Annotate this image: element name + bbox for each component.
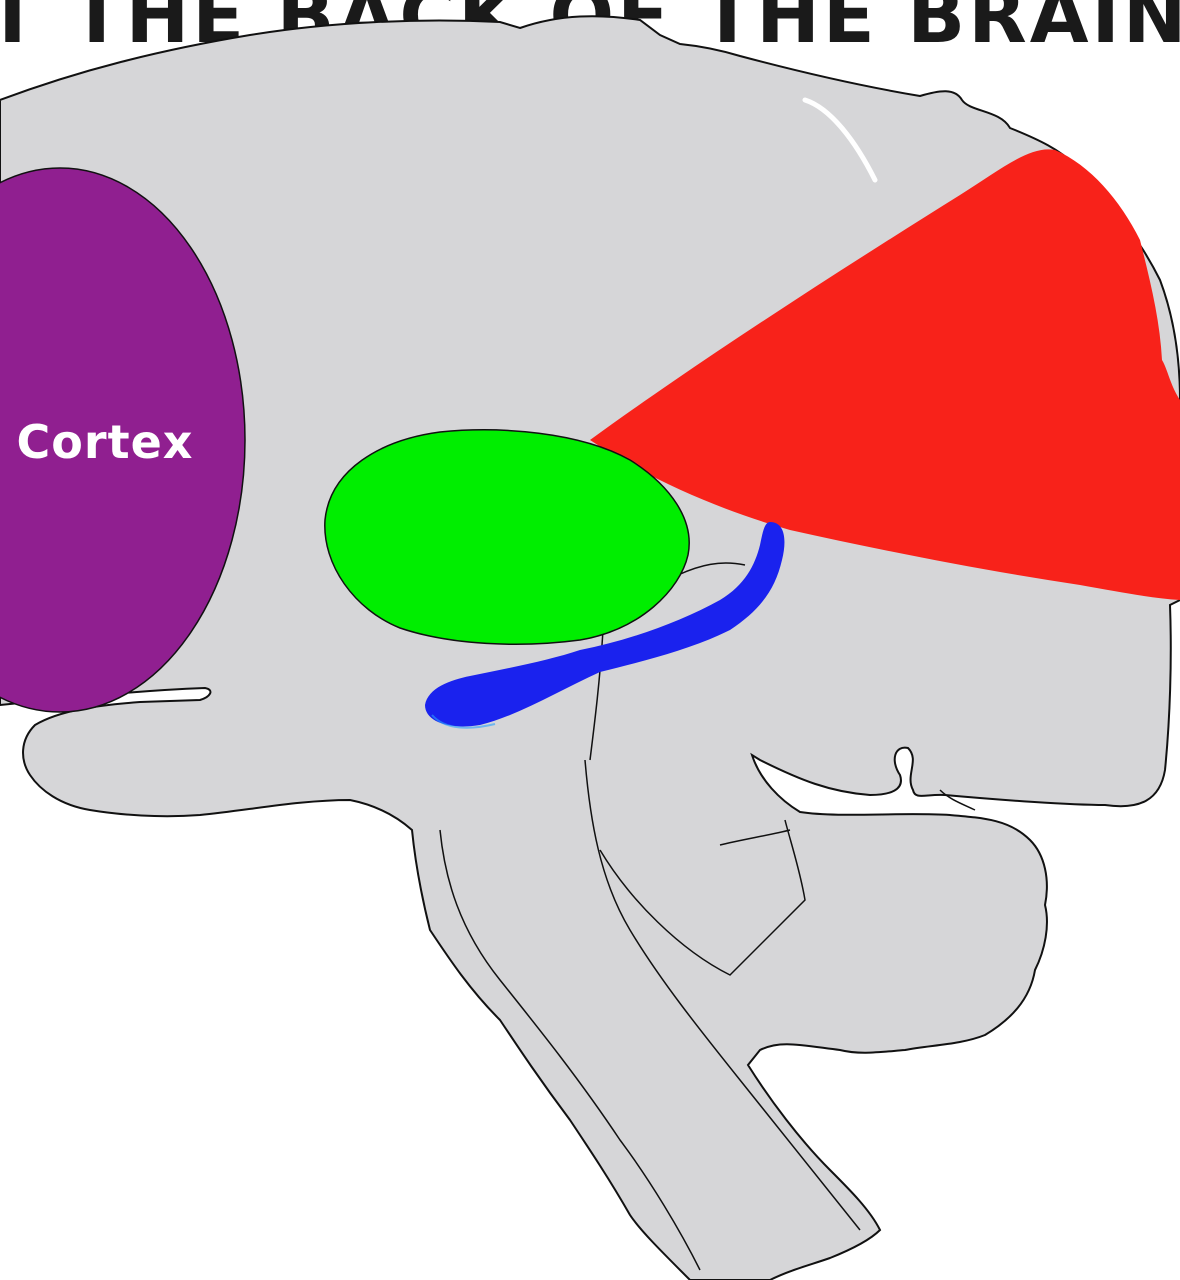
cortex-label: Cortex [17, 415, 194, 469]
green-region [325, 430, 689, 644]
